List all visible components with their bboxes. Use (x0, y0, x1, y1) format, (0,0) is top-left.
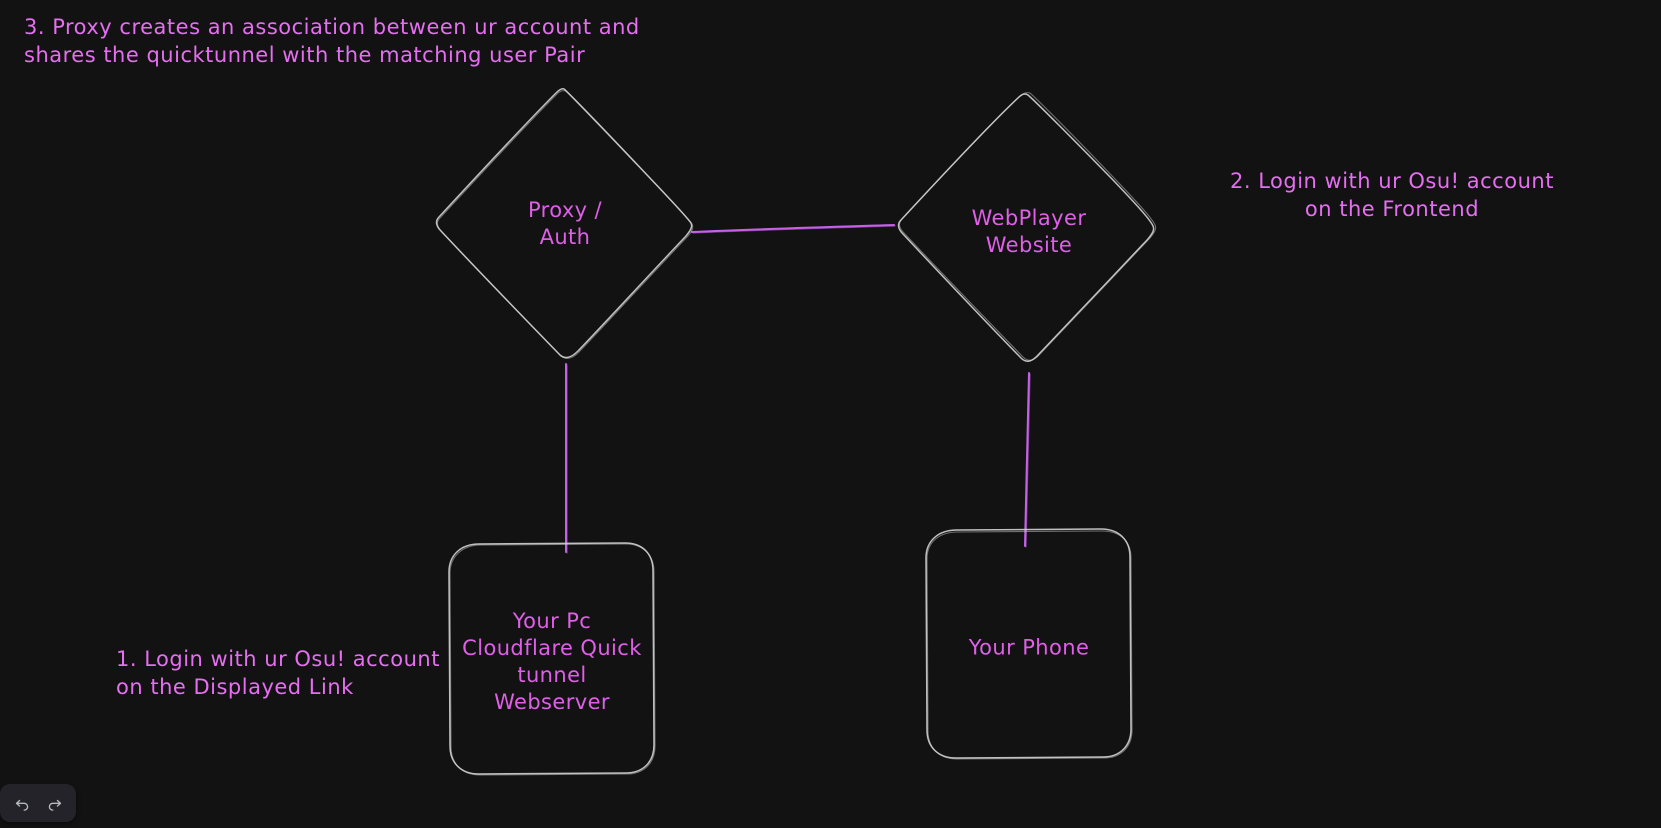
connector-proxy-to-webplayer (691, 224, 896, 234)
annotation-step-3: 3. Proxy creates an association between … (24, 15, 640, 67)
node-label-webplayer-website: WebPlayer Website (971, 206, 1087, 257)
annotation-step-2: 2. Login with ur Osu! account on the Fro… (1230, 169, 1554, 221)
redo-icon (48, 799, 61, 811)
undo-button[interactable] (8, 790, 36, 816)
annotation-step-1: 1. Login with ur Osu! account on the Dis… (116, 647, 440, 699)
node-shape-your-phone[interactable] (925, 528, 1133, 760)
node-label-your-phone: Your Phone (968, 635, 1090, 660)
redo-button[interactable] (40, 790, 68, 816)
connector-proxy-to-your-pc (564, 363, 568, 554)
node-shape-webplayer-website[interactable] (897, 92, 1157, 362)
history-toolbar (0, 784, 76, 822)
node-label-your-pc: Your Pc Cloudflare Quick tunnel Webserve… (462, 609, 642, 714)
node-shape-your-pc[interactable] (448, 542, 656, 776)
node-label-proxy-auth: Proxy / Auth (527, 198, 603, 249)
undo-icon (15, 799, 28, 811)
connector-webplayer-to-your-phone (1024, 372, 1031, 548)
node-shape-proxy-auth[interactable] (435, 88, 694, 360)
